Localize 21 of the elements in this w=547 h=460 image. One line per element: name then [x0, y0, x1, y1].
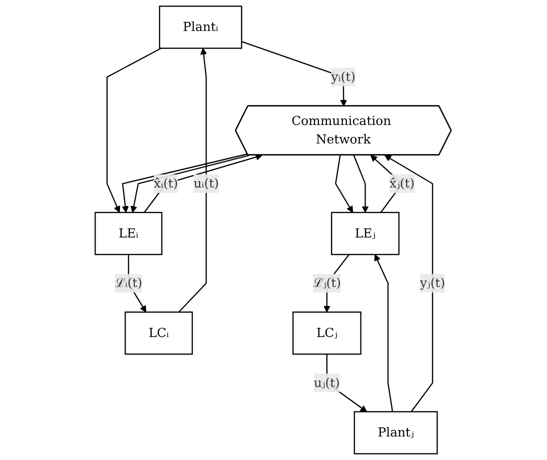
arrow — [106, 48, 162, 213]
edge-label: ℒⱼ(t) — [313, 276, 342, 290]
edge-label: yᵢ(t) — [331, 69, 356, 84]
node-box: LCᵢ — [125, 312, 194, 355]
edge-label: yⱼ(t) — [420, 276, 446, 290]
arrow — [144, 154, 263, 213]
arrow — [374, 254, 394, 412]
node-box: LCⱼ — [292, 312, 362, 355]
edge-label: ℒᵢ(t) — [115, 276, 142, 290]
node-box: Plantᵢ — [159, 6, 242, 49]
edge-label: x̂ᵢ(t) — [154, 176, 178, 191]
arrow — [335, 155, 354, 213]
arrow — [384, 154, 434, 412]
edge-label: uⱼ(t) — [314, 375, 340, 390]
node-box: LEᵢ — [94, 212, 163, 256]
node-box: LEⱼ — [331, 212, 400, 256]
edge-label: x̂ⱼ(t) — [390, 176, 415, 191]
edge-label: uᵢ(t) — [194, 176, 220, 191]
node-box: Plantⱼ — [354, 411, 438, 454]
arrow — [178, 48, 208, 312]
arrow — [354, 155, 369, 213]
